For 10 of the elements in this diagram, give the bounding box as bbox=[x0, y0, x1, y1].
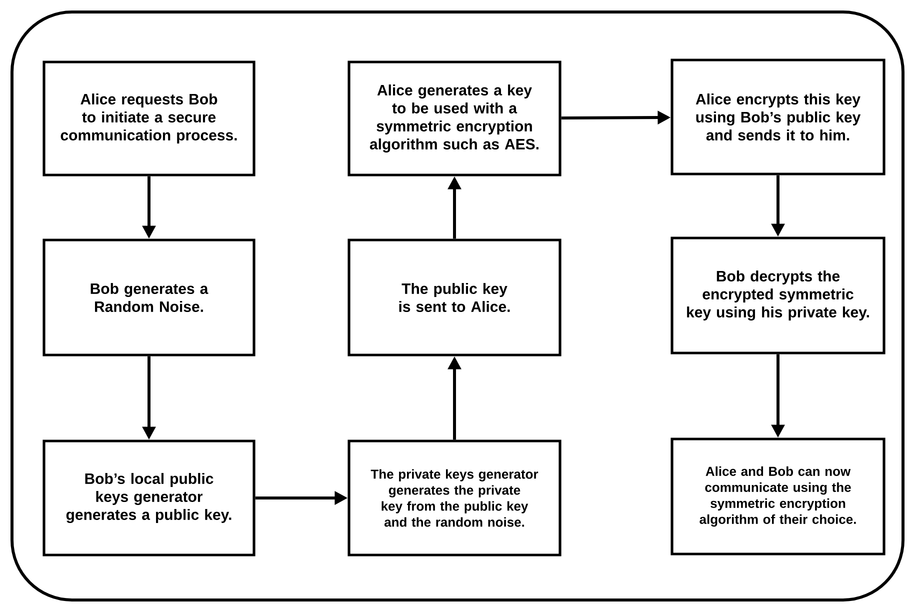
frame-box bbox=[10, 10, 904, 602]
process-box: Alice and Bob can now communicate using the symmetric encryption algorithm of their choice. bbox=[670, 438, 886, 556]
process-box: Bob generates a Random Noise. bbox=[42, 238, 256, 356]
process-box: Alice encrypts this key using Bob’s public key and sends it to him. bbox=[670, 58, 886, 176]
process-box: Bob’s local public keys generator generates a public key. bbox=[42, 440, 256, 556]
process-box: The public key is sent to Alice. bbox=[348, 238, 562, 356]
process-box: Bob decrypts the encrypted symmetric key using his private key. bbox=[670, 236, 886, 354]
process-box: Alice requests Bob to initiate a secure communication process. bbox=[42, 60, 256, 176]
process-box: Alice generates a key to be used with a symmetric encryption algorithm such as AES. bbox=[348, 60, 562, 176]
process-box: The private keys generator generates the private key from the public key and the random noise. bbox=[348, 440, 562, 556]
